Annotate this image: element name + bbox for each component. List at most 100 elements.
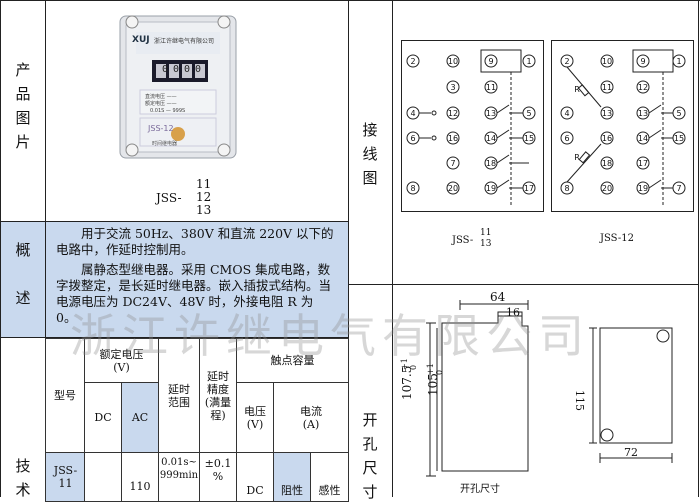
svg-text:18: 18 [486, 159, 496, 168]
svg-text:19: 19 [638, 184, 648, 193]
svg-text:13: 13 [602, 109, 612, 118]
model-variant-12: 12 [196, 190, 212, 204]
svg-text:5: 5 [676, 109, 681, 118]
svg-text:2: 2 [410, 57, 415, 66]
right-label-divider [392, 0, 393, 497]
th-ac: AC [121, 382, 159, 453]
td-current-resistive: 阻性 [273, 452, 311, 502]
svg-text:13: 13 [638, 109, 648, 118]
outer-right-border [698, 0, 699, 497]
device-label-mid: 额定电压 —— [145, 101, 177, 107]
svg-text:6: 6 [564, 134, 569, 143]
product-picture-label: 产 品 图 片 [15, 61, 31, 151]
th-voltage: 电压 (V) [236, 382, 274, 453]
dim-caption: 开孔尺寸 [460, 484, 500, 495]
dim-panel-height: 115 [573, 390, 586, 411]
dim-height-outer: 107.5 [400, 365, 414, 400]
svg-text:3: 3 [450, 83, 455, 92]
svg-text:11: 11 [602, 83, 612, 92]
svg-text:12: 12 [638, 83, 648, 92]
wiring-left-variant-13: 13 [480, 239, 492, 249]
overview-body-cell [46, 222, 348, 337]
row-divider-1 [0, 221, 349, 222]
row-divider-2 [0, 337, 349, 338]
svg-text:12: 12 [448, 109, 458, 118]
device-display: 0000 [162, 64, 207, 75]
svg-text:16: 16 [602, 134, 612, 143]
watermark-text: 浙江许继电气有限公司 [70, 309, 590, 363]
svg-text:1: 1 [676, 57, 681, 66]
svg-text:8: 8 [410, 184, 415, 193]
cutout-drawing [400, 286, 698, 497]
svg-text:14: 14 [486, 134, 496, 143]
th-dc: DC [84, 382, 122, 453]
svg-text:2: 2 [564, 57, 569, 66]
wiring-diagram-left: 2 10 9 1 3 11 4 12 13 5 6 16 14 15 7 18 8 20 19 17 [401, 40, 544, 212]
td-range: 0.01s~ 999min [158, 452, 200, 502]
overview-paragraph-2: 属静态型继电器。采用 CMOS 集成电路，数字拨整定，是长延时继电器。嵌入插拔式… [56, 262, 332, 325]
svg-text:6: 6 [410, 134, 415, 143]
device-range: 0.01S — 999S [150, 108, 186, 114]
svg-text:9: 9 [640, 57, 645, 66]
device-model: JSS-12 [148, 124, 174, 133]
left-label-divider [45, 0, 46, 497]
svg-text:14: 14 [638, 134, 648, 143]
svg-text:7: 7 [450, 159, 455, 168]
model-prefix: JSS- [156, 191, 182, 205]
center-divider [348, 0, 349, 497]
wiring-left-variant-11: 11 [480, 228, 492, 238]
td-contact-voltage: DC [236, 452, 274, 502]
product-photo [112, 10, 244, 162]
outer-left-border [0, 0, 1, 497]
wiring-right-caption: JSS-12 [600, 233, 635, 244]
model-variant-11: 11 [196, 177, 212, 191]
svg-text:20: 20 [448, 184, 458, 193]
cutout-label: 开 孔 尺 寸 [362, 411, 378, 501]
svg-text:1: 1 [526, 57, 531, 66]
wiring-label: 接 线 图 [362, 121, 378, 187]
svg-text:8: 8 [564, 184, 569, 193]
dim-height-inner: 105 [426, 373, 440, 396]
model-variant-13: 13 [196, 203, 212, 217]
dim-panel-width: 72 [624, 446, 638, 459]
svg-text:20: 20 [602, 184, 612, 193]
td-accuracy: ±0.1 % [199, 452, 237, 502]
overview-label-cell [1, 222, 45, 337]
overview-paragraph-1: 用于交流 50Hz、380V 和直流 220V 以下的电路中，作延时控制用。 [56, 226, 334, 257]
dim-sub: 16 [506, 306, 520, 319]
svg-text:10: 10 [448, 57, 458, 66]
wiring-right-box: 2 10 9 1 11 12 4 13 13 5 6 16 14 15 18 17 8 20 19 7 R R [551, 40, 694, 212]
svg-text:15: 15 [674, 134, 684, 143]
svg-text:7: 7 [676, 184, 681, 193]
svg-text:17: 17 [638, 159, 648, 168]
th-current: 电流 (A) [273, 382, 349, 453]
wiring-left-caption: JSS- [452, 235, 474, 246]
td-current-inductive: 感性 [310, 452, 349, 502]
device-sub: 时间继电器 [152, 141, 178, 147]
svg-text:9: 9 [488, 57, 493, 66]
svg-text:15: 15 [524, 134, 534, 143]
svg-text:18: 18 [602, 159, 612, 168]
tech-label: 技 术 [15, 457, 31, 499]
device-brand: XUJ [132, 35, 150, 45]
td-model: JSS-11 [45, 452, 85, 502]
overview-label: 概 述 [15, 241, 31, 307]
svg-text:5: 5 [526, 109, 531, 118]
svg-text:13: 13 [486, 109, 496, 118]
td-ac: 110 [121, 452, 159, 502]
svg-text:17: 17 [524, 184, 534, 193]
device-label-top: 直流电压 —— [145, 94, 177, 100]
svg-text:4: 4 [410, 109, 415, 118]
svg-text:10: 10 [602, 57, 612, 66]
svg-text:R: R [574, 153, 580, 162]
td-dc [84, 452, 122, 502]
right-row-divider [349, 284, 699, 285]
top-border [0, 0, 700, 1]
svg-text:16: 16 [448, 134, 458, 143]
svg-text:19: 19 [486, 184, 496, 193]
dim-width: 64 [490, 290, 506, 304]
svg-text:4: 4 [564, 109, 569, 118]
svg-text:R: R [574, 85, 580, 94]
device-maker: 浙江许继电气有限公司 [154, 38, 215, 45]
svg-text:11: 11 [486, 83, 496, 92]
